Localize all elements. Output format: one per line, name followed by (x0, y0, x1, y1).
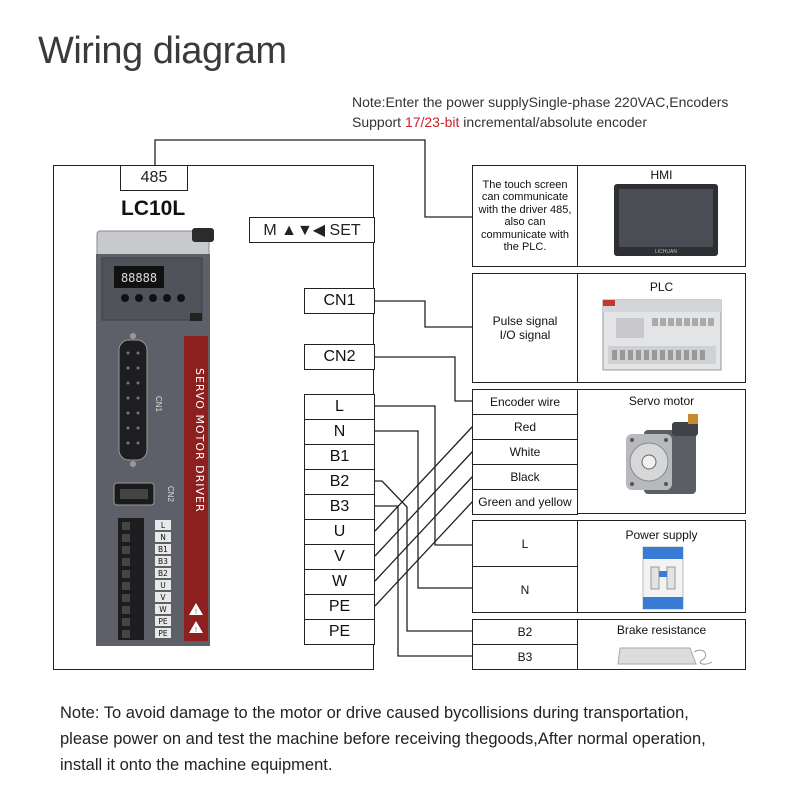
wire-encoder: Encoder wire (472, 389, 578, 415)
cn1-print: CN1 (154, 396, 163, 413)
term-print: PE (158, 629, 168, 638)
cn2-terminal: CN2 (304, 344, 375, 370)
hmi-title: HMI (650, 168, 673, 182)
note-text: incremental/absolute encoder (459, 114, 647, 130)
power-title: Power supply (625, 528, 698, 542)
bottom-note-line-3: install it onto the machine equipment. (60, 756, 333, 774)
servo-wire-list: Encoder wire Red White Black Green and y… (472, 389, 578, 515)
keypad-label: M ▲▼◀ SET (249, 217, 375, 243)
servo-motor-panel: Servo motor (577, 389, 746, 514)
brake-b2: B2 (472, 619, 578, 645)
note-line-1: Note:Enter the power supplySingle-phase … (352, 94, 729, 110)
terminal-pe-2: PE (304, 619, 375, 645)
servo-driver-illustration: 88888 SERVO MOTOR DRIVER ! ! CN1 CN2 L (92, 228, 217, 648)
power-supply-panel: Power supply (577, 520, 746, 613)
plc-title: PLC (649, 280, 674, 294)
port-485-label: 485 (120, 165, 188, 191)
plc-description: Pulse signal I/O signal (472, 273, 578, 383)
terminal-block: L N B1 B2 B3 U V W PE PE (304, 394, 375, 645)
brake-resistor-illustration (617, 647, 713, 665)
term-print: N (160, 533, 166, 542)
plc-io-label: I/O signal (499, 328, 551, 342)
brand-vertical-text: SERVO MOTOR DRIVER (193, 368, 206, 513)
plc-panel: PLC (577, 273, 746, 383)
terminal-u: U (304, 519, 375, 545)
display-digits: 88888 (121, 271, 157, 285)
wire-green-yellow: Green and yellow (472, 489, 578, 515)
plc-pulse-label: Pulse signal (492, 314, 558, 328)
power-supply-note: Note:Enter the power supplySingle-phase … (352, 92, 728, 132)
note-text: Support (352, 114, 405, 130)
term-print: PE (158, 617, 168, 626)
hmi-touchscreen-illustration: LICHUAN (614, 184, 718, 256)
brake-title: Brake resistance (616, 623, 707, 637)
transport-note: Note: To avoid damage to the motor or dr… (60, 700, 760, 778)
wire-black: Black (472, 464, 578, 490)
svg-text:!: ! (195, 609, 197, 616)
term-print: L (161, 521, 166, 530)
terminal-v: V (304, 544, 375, 570)
brake-b3: B3 (472, 644, 578, 670)
terminal-w: W (304, 569, 375, 595)
page-title: Wiring diagram (38, 30, 287, 72)
terminal-b3: B3 (304, 494, 375, 520)
cn2-print: CN2 (166, 486, 175, 503)
term-print: V (160, 593, 166, 602)
wire-white: White (472, 439, 578, 465)
bottom-note-line-1: Note: To avoid damage to the motor or dr… (60, 704, 689, 722)
hmi-panel: HMI LICHUAN (577, 165, 746, 267)
terminal-n: N (304, 419, 375, 445)
bottom-note-line-2: please power on and test the machine bef… (60, 730, 706, 748)
servo-motor-illustration (626, 414, 698, 494)
driver-model: LC10L (121, 197, 186, 220)
hmi-brand: LICHUAN (655, 249, 677, 255)
terminal-pe-1: PE (304, 594, 375, 620)
servo-title: Servo motor (628, 394, 695, 408)
power-l: L (472, 520, 578, 567)
svg-text:!: ! (195, 627, 197, 634)
cn1-terminal: CN1 (304, 288, 375, 314)
plc-illustration (602, 299, 722, 371)
power-n: N (472, 566, 578, 613)
terminal-b1: B1 (304, 444, 375, 470)
term-print: B1 (158, 545, 168, 554)
encoder-bits-highlight: 17/23-bit (404, 114, 460, 130)
term-print: B2 (158, 569, 168, 578)
brake-resistance-panel: Brake resistance (577, 619, 746, 670)
note-line-2: Support 17/23-bit incremental/absolute e… (352, 112, 728, 132)
terminal-l: L (304, 394, 375, 420)
term-print: U (160, 581, 166, 590)
circuit-breaker-illustration (642, 546, 684, 610)
terminal-b2: B2 (304, 469, 375, 495)
term-print: W (159, 605, 167, 614)
term-print: B3 (158, 557, 168, 566)
wire-red: Red (472, 414, 578, 440)
hmi-description: The touch screen can communicate with th… (472, 165, 578, 267)
